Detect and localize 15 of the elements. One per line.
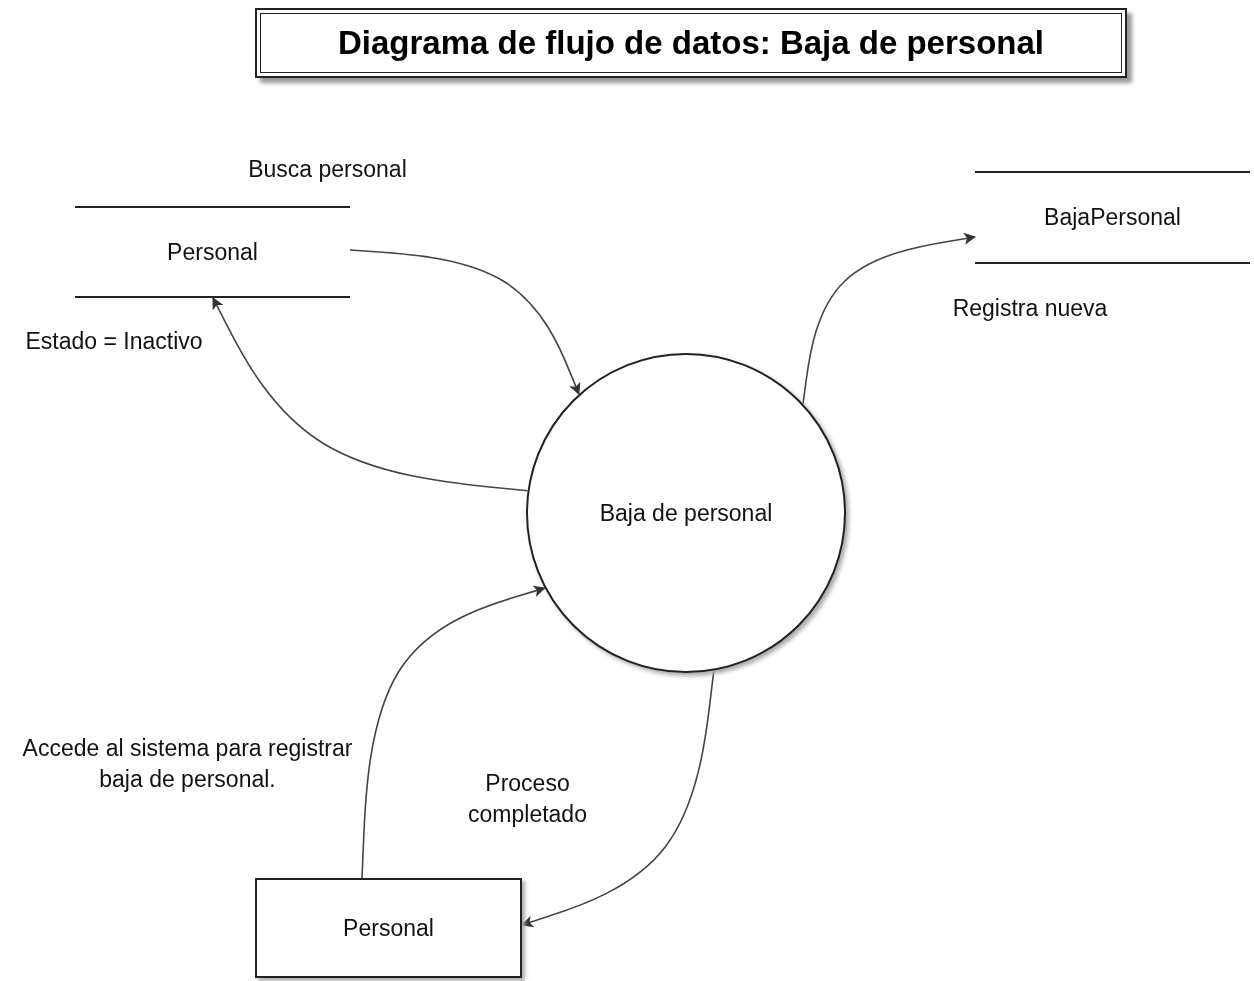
process-circle: Baja de personal xyxy=(526,353,846,673)
edge-label: Busca personal xyxy=(247,155,408,184)
arrow xyxy=(349,249,581,395)
edge-label: Estado = Inactivo xyxy=(24,327,204,356)
diagram-title: Diagrama de flujo de datos: Baja de personal xyxy=(255,8,1127,78)
data-store: Personal xyxy=(75,206,350,298)
external-entity-box: Personal xyxy=(255,878,522,978)
arrow xyxy=(361,585,546,879)
edge-label: Accede al sistema para registrar baja de personal. xyxy=(21,734,354,795)
data-store: BajaPersonal xyxy=(975,171,1250,264)
arrow xyxy=(521,669,715,928)
edge-label: Proceso completado xyxy=(467,769,588,830)
edge-label: Registra nueva xyxy=(951,294,1109,323)
arrow xyxy=(212,297,529,492)
arrow xyxy=(802,232,976,405)
